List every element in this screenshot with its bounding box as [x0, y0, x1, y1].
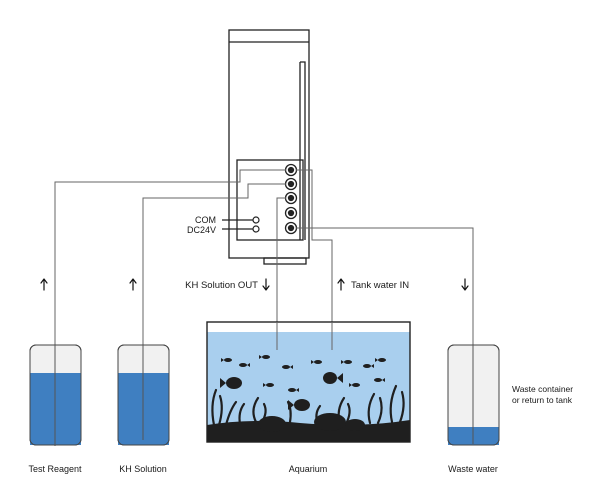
device-foot — [263, 257, 307, 265]
port-4 — [284, 206, 298, 220]
kh-solution-label: KH Solution — [119, 464, 167, 474]
fish-icon — [363, 364, 374, 368]
power-connector — [222, 216, 260, 233]
fish-icon — [221, 358, 232, 362]
waste-note-line2: or return to tank — [512, 395, 573, 405]
fish-icon — [375, 358, 386, 362]
kh-monitor-device — [228, 29, 310, 265]
tank-in-label: Tank water IN — [351, 280, 409, 291]
aquarium-fish — [220, 355, 386, 411]
tube-kh-solution — [142, 183, 286, 440]
device-body — [228, 29, 310, 259]
arrow-down-icon — [262, 278, 270, 291]
waste-water-container — [447, 344, 500, 446]
fish-icon — [341, 360, 352, 364]
arrow-up-icon — [40, 278, 48, 291]
tube-test-reagent — [54, 169, 286, 446]
aquarium-tank — [206, 321, 411, 443]
fish-icon — [288, 399, 310, 411]
fish-icon — [288, 388, 299, 392]
test-reagent-label: Test Reagent — [28, 464, 82, 474]
flow-arrows — [40, 278, 469, 291]
waste-water-label: Waste water — [448, 464, 498, 474]
fish-icon — [311, 360, 322, 364]
fish-icon — [323, 372, 343, 384]
aquarium-label: Aquarium — [289, 464, 328, 474]
arrow-up-icon — [129, 278, 137, 291]
waste-note-line1: Waste container — [512, 384, 573, 394]
device-door-edge — [300, 61, 306, 240]
aquarium-rocks — [258, 413, 365, 432]
kh-out-label: KH Solution OUT — [185, 280, 258, 291]
port-2 — [284, 177, 298, 191]
test-reagent-container — [29, 344, 82, 446]
fish-icon — [263, 383, 274, 387]
port-5 — [284, 221, 298, 235]
fish-icon — [259, 355, 270, 359]
aquarium-frame — [206, 321, 411, 443]
port-1 — [284, 163, 298, 177]
dc24v-label: DC24V — [187, 225, 216, 235]
fish-icon — [374, 378, 385, 382]
arrow-down-icon — [461, 278, 469, 291]
com-label: COM — [195, 215, 216, 225]
fish-icon — [349, 383, 360, 387]
tube-kh-out — [276, 197, 286, 350]
port-panel — [236, 159, 304, 241]
tube-tank-in — [296, 169, 333, 350]
fish-icon — [220, 377, 242, 389]
port-3 — [284, 191, 298, 205]
kh-solution-container — [117, 344, 170, 446]
fish-icon — [239, 363, 250, 367]
fluid-ports — [284, 163, 298, 235]
arrow-up-icon — [337, 278, 345, 291]
fish-icon — [282, 365, 293, 369]
